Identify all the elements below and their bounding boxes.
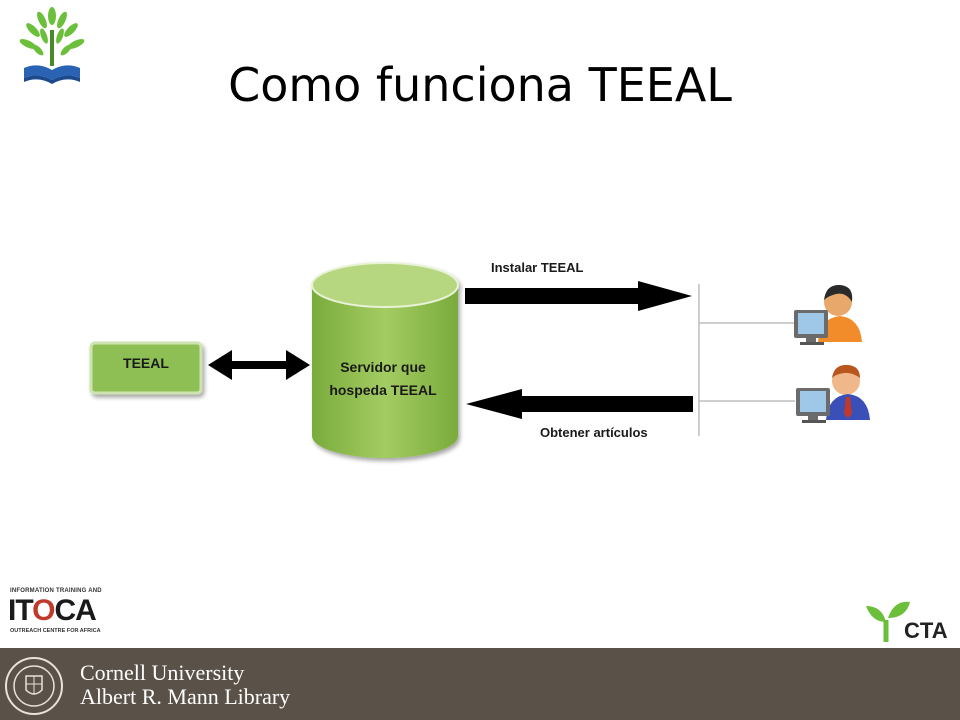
server-label-line1: Servidor que (340, 359, 426, 375)
itoca-logo: INFORMATION TRAINING AND ITOCA OUTREACH … (8, 588, 108, 636)
itoca-tagline-bottom: OUTREACH CENTRE FOR AFRICA (10, 628, 101, 634)
teeal-box (89, 341, 203, 395)
network-bus (698, 284, 795, 436)
server-label-line2: hospeda TEEAL (329, 382, 437, 398)
footer-bar (0, 648, 960, 720)
double-arrow-icon (208, 350, 310, 380)
teeal-box-label: TEEAL (123, 355, 169, 371)
user-workstation-2-icon (796, 364, 870, 423)
tree-book-logo-icon (19, 7, 85, 84)
itoca-tagline-top: INFORMATION TRAINING AND (10, 588, 102, 594)
get-articles-arrow-icon (466, 389, 693, 419)
slide-title: Como funciona TEEAL (228, 58, 732, 112)
cornell-seal-icon (5, 657, 63, 715)
install-arrow-label: Instalar TEEAL (491, 260, 584, 275)
footer-university: Cornell University (80, 660, 245, 685)
get-articles-arrow-label: Obtener artículos (540, 425, 648, 440)
footer-library: Albert R. Mann Library (80, 684, 291, 709)
cta-logo: CTA (864, 598, 948, 646)
itoca-wordmark: ITOCA (8, 594, 97, 627)
cta-wordmark: CTA (904, 618, 948, 643)
sprout-icon (866, 601, 910, 642)
server-cylinder (311, 262, 459, 458)
install-arrow-icon (465, 281, 692, 311)
user-workstation-1-icon (794, 284, 862, 345)
